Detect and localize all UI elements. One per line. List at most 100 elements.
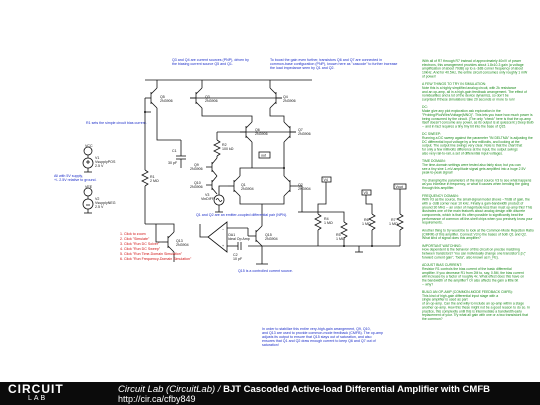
- capacitor-c2[interactable]: C2 10 pF: [227, 242, 243, 261]
- v1-name: VsupplyPOS: [95, 160, 116, 164]
- transistor-q5[interactable]: Q5 2N3906: [145, 80, 173, 109]
- q10-ref: Q10: [194, 181, 201, 185]
- tail-node-wire: [239, 196, 285, 205]
- vout-label: Vout: [396, 185, 403, 189]
- note-current-sources-line2: the biasing current source Q5 and Q1.: [172, 62, 233, 66]
- step-2[interactable]: 2. Click "Simulate": [120, 237, 150, 241]
- note-diff-pair: Q1 and Q2 are an emitter-coupled differe…: [196, 213, 287, 217]
- step-1[interactable]: 1. Click to zoom: [120, 232, 146, 236]
- green-note-line: BUILD AN OP-AMP (COMMON-MODE FEEDBACK CM…: [422, 290, 513, 294]
- c1-value: 30 pF: [168, 161, 178, 165]
- v3-ref: V3: [205, 193, 209, 197]
- transistor-q4[interactable]: Q4 2N3906: [269, 80, 296, 109]
- q2-part: 2N3904: [298, 187, 311, 191]
- q10-part: 2N3906: [190, 185, 203, 189]
- green-note-line: DC:: [422, 105, 428, 109]
- circuitlab-logo[interactable]: CIRCUIT LAB: [8, 383, 92, 403]
- r7-ref: R7: [391, 218, 396, 222]
- green-note-line: also very rail-to-rail, a set of differe…: [422, 151, 503, 155]
- resistor-r1[interactable]: R1 2 MΩ: [141, 112, 159, 224]
- transistor-q3[interactable]: Q3 2N3906: [190, 80, 218, 109]
- net-label-vout[interactable]: Vout: [393, 183, 407, 190]
- resistor-r7[interactable]: R7 1 MΩ: [389, 213, 404, 231]
- green-note-line: of an op-amp. Can the and willy to inclu…: [422, 302, 524, 306]
- green-note-line: single amplifier is used as part: [422, 298, 468, 302]
- supply-vee[interactable]: VEE V2 VsupplyNEG 2.5 V: [82, 185, 116, 214]
- note-current-sources: Q3 and Q4 are current sources (PNP), dri…: [172, 58, 249, 66]
- green-note-line: (CMRR) of this amplifier. Connect V3 to …: [422, 232, 527, 236]
- r5-value: 1 MΩ: [336, 237, 345, 241]
- step-3[interactable]: 3. Click "Run DC Solver": [120, 242, 160, 246]
- site-name[interactable]: Circuit Lab (CircuitLab): [118, 384, 216, 395]
- capacitor-c1[interactable]: C1 30 pF: [168, 140, 186, 168]
- q4-q7-wire: [269, 108, 285, 122]
- net-label-out[interactable]: out: [258, 151, 271, 159]
- green-note-line: the bandwidth of the amplifier? Or also …: [422, 278, 518, 282]
- transistor-q9[interactable]: Q9 2N3906: [190, 157, 218, 177]
- c1-ref: C1: [172, 149, 177, 153]
- green-note-line: nonidealities and a lot of the device dy…: [422, 94, 509, 98]
- r2-ref: R2: [222, 143, 227, 147]
- green-note-line: another op-amp. How this these might not…: [422, 305, 530, 309]
- v3-name: VinDIFF: [201, 197, 215, 201]
- q15-part: 2N3904: [265, 237, 278, 241]
- resistor-r4[interactable]: R4 1 MΩ: [314, 213, 333, 231]
- r4-ref: R4: [324, 217, 329, 221]
- transistor-q1[interactable]: Q1 2N3904: [228, 175, 254, 197]
- step-4[interactable]: 4. Click "Run DC Sweep": [120, 247, 161, 251]
- green-note-line: through this amplifier.: [422, 186, 454, 190]
- green-note-line: With all of R7 through R7 instead of app…: [422, 59, 522, 63]
- transistor-q13[interactable]: Q13 2N3904: [162, 231, 189, 253]
- green-note-line: DC differential input voltage by a few m…: [422, 140, 520, 144]
- transistor-q10[interactable]: Q10 2N3906: [190, 175, 218, 195]
- net-label-v4[interactable]: V4: [321, 176, 332, 183]
- transistor-q15[interactable]: Q15 2N3904: [248, 225, 278, 247]
- r1-ref: R1: [150, 175, 155, 179]
- q15-ref: Q15: [265, 233, 272, 237]
- logo-bottom-text: LAB: [28, 395, 48, 402]
- green-note-line: ADJUST BIAS CURRENT:: [422, 263, 462, 267]
- resistor-r5[interactable]: R5 1 MΩ: [336, 221, 348, 241]
- simulation-steps: 1. Click to zoom 2. Click "Simulate" 3. …: [120, 232, 192, 261]
- step-6[interactable]: 6. Click "Run Frequency-Domain Simulatio…: [120, 257, 192, 261]
- page-title: Circuit Lab (CircuitLab) / BJT Cascoded …: [118, 384, 490, 395]
- v4-label: V4: [324, 178, 328, 182]
- r2-value: 100 kΩ: [222, 147, 234, 151]
- note-bias-resistor: R1 sets the simple circuit bias current.: [86, 121, 147, 125]
- opamp-output-wire: [199, 224, 208, 238]
- schematic-canvas[interactable]: Q3 and Q4 are current sources (PNP), dri…: [0, 0, 540, 382]
- note-supply-line1: All with 5V supply,: [54, 174, 83, 178]
- circuit-url[interactable]: http://cir.ca/cfby849: [118, 394, 196, 404]
- supply-vcc[interactable]: VCC V1 VsupplyPOS 2.5 V: [82, 144, 116, 173]
- resistor-r2[interactable]: R2 100 kΩ: [213, 139, 234, 157]
- note-cascode: To boost the gain even further, transist…: [270, 58, 397, 70]
- green-note-line: between transistors? You can individuall…: [422, 252, 527, 256]
- source-v3[interactable]: V3 VinDIFF: [201, 193, 225, 206]
- title-separator: /: [217, 384, 221, 395]
- transistor-q2[interactable]: Q2 2N3904: [283, 175, 311, 197]
- step-5[interactable]: 5. Click "Run Time-Domain Simulation": [120, 252, 183, 256]
- q1-ref: Q1: [241, 183, 246, 187]
- green-note-line: Make give any plot exploration ask explo…: [422, 109, 501, 113]
- opamp-minus-sign: −: [222, 228, 224, 232]
- net-label-v5[interactable]: V5: [361, 189, 372, 196]
- r4-value: 1 MΩ: [324, 221, 333, 225]
- note-supply-line2: +/- 2.5V relative to ground.: [54, 178, 96, 182]
- note-cascode-line3: the load impedance seen by Q1 and Q2.: [270, 66, 335, 70]
- green-note-line: DC SWEEP:: [422, 132, 441, 136]
- green-note-line: amplification of about 70dB) up to a -3d…: [422, 67, 523, 71]
- v2-name: VsupplyNEG: [95, 201, 116, 205]
- r1-value: 2 MΩ: [150, 179, 159, 183]
- r7-value: 1 MΩ: [389, 222, 398, 226]
- note-cmfb-line1: In order to stabilize this entire very-h…: [262, 327, 371, 331]
- vee-label: VEE: [85, 185, 93, 189]
- resistor-r6[interactable]: R6 1 MΩ: [362, 213, 376, 231]
- green-note-line: Running a DC sweep against the parameter…: [422, 136, 533, 140]
- green-notes-column: With all of R7 through R7 instead of app…: [422, 59, 534, 321]
- green-note-line: of power!: [422, 74, 436, 78]
- opamp-oa1[interactable]: − + OA1 Ideal Op Amp: [207, 221, 250, 253]
- q2-base-wire: [296, 185, 303, 212]
- q3-part: 2N3906: [205, 99, 218, 103]
- note-cascode-line1: To boost the gain even further, transist…: [270, 58, 382, 62]
- v2-source-icon: [82, 198, 94, 210]
